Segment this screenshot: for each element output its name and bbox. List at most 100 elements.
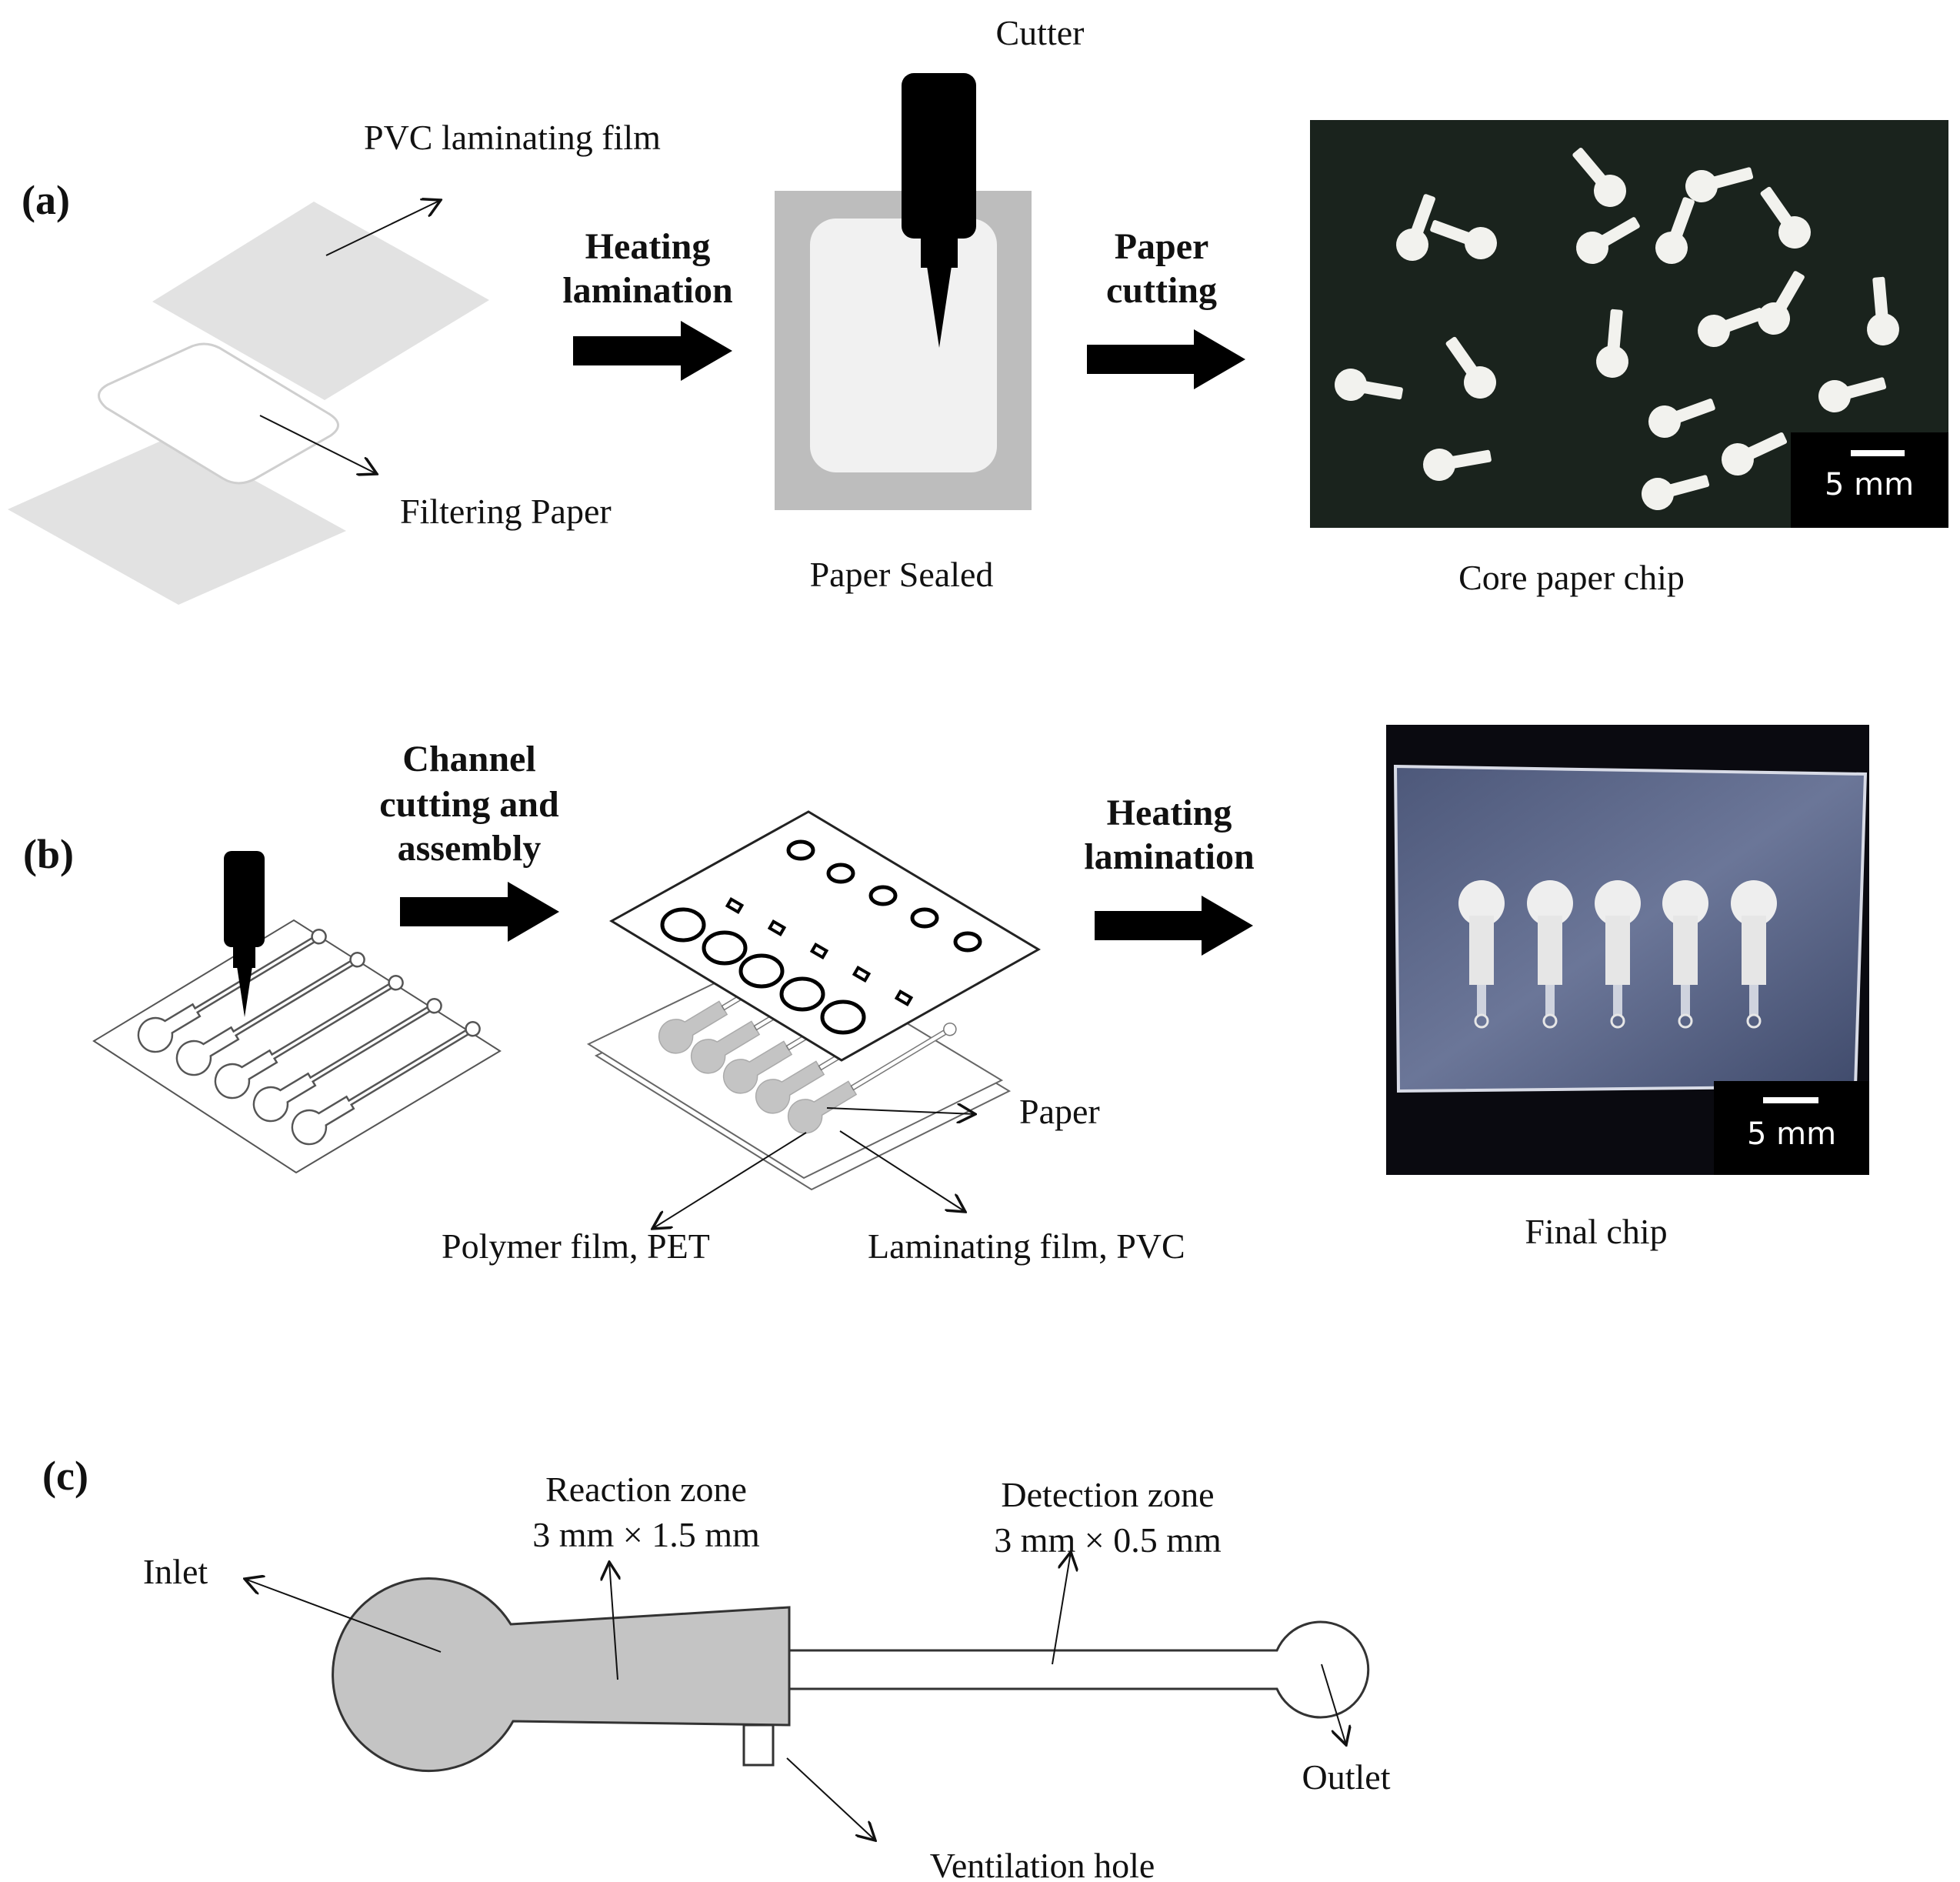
detection-channel (788, 1620, 1370, 1719)
panel-a: (a) PVC laminating film Filtering Paper … (8, 13, 1948, 605)
sealed-paper (810, 219, 997, 472)
inlet-label: Inlet (143, 1552, 208, 1591)
channel-sheet (92, 919, 502, 1174)
panel-c-label: (c) (42, 1453, 88, 1499)
film-stack (8, 202, 489, 605)
channel-outline (175, 952, 365, 1076)
final-channel (1527, 880, 1573, 1029)
paper-label: Paper (1019, 1092, 1100, 1131)
final-channel (1731, 880, 1777, 1029)
pet-pointer (652, 1132, 807, 1229)
step-a2-line2: cutting (1106, 270, 1217, 311)
filter-paper-label: Filtering Paper (400, 492, 612, 531)
final-chip-label: Final chip (1525, 1212, 1667, 1251)
core-chip-piece (1758, 271, 1805, 335)
detection-pointer (1052, 1552, 1071, 1665)
filter-paper-pointer (259, 415, 377, 474)
outlet-pointer (1321, 1663, 1346, 1745)
scale-bar-b-line (1763, 1097, 1818, 1103)
polymer-film-label: Polymer film, PET (442, 1226, 710, 1266)
step-b1-line3: assembly (398, 828, 542, 869)
scale-bar-b-text: 5 mm (1747, 1116, 1836, 1152)
inlet-pointer (245, 1579, 442, 1653)
scale-bar-b-box (1714, 1081, 1869, 1175)
channel-outline (291, 1021, 481, 1146)
core-chip-piece (1867, 276, 1899, 345)
bottom-pvc-film (8, 435, 346, 605)
scale-bar-a-text: 5 mm (1825, 467, 1914, 502)
panel-c: (c) Inlet Reaction zone 3 mm × 1.5 mm De… (42, 1453, 1391, 1882)
core-chip-piece (1642, 475, 1710, 510)
core-chip-pieces (1335, 147, 1899, 510)
channel-outline (252, 998, 442, 1123)
inlet-hole (660, 907, 706, 943)
core-chip-piece (1576, 217, 1640, 264)
step-b1-line1: Channel (402, 739, 535, 779)
cutter-b-icon (224, 851, 265, 1017)
paper-pointer (826, 1108, 975, 1114)
channel-outline (137, 929, 327, 1053)
outlet-hole (910, 907, 939, 929)
core-chip-piece (1698, 308, 1765, 347)
core-chip-piece (1818, 377, 1887, 412)
reaction-zone-title: Reaction zone (545, 1470, 747, 1509)
outlet-hole (786, 839, 815, 861)
core-chip-piece (1445, 336, 1496, 399)
core-chip-piece (1423, 449, 1492, 481)
core-chip-piece (1572, 147, 1626, 207)
detection-zone-size: 3 mm × 0.5 mm (994, 1520, 1222, 1560)
step-a1-line1: Heating (585, 226, 711, 267)
panel-b: (b) Channel cutting and assembly Paper P… (23, 725, 1869, 1266)
ventilation-hole-shape (742, 1723, 775, 1767)
step-a2-arrow (1087, 329, 1245, 389)
cut-channels (137, 929, 481, 1146)
pvc-pointer (839, 1130, 965, 1212)
reaction-zone-size: 3 mm × 1.5 mm (532, 1515, 760, 1554)
filtering-paper-sheet (98, 342, 339, 485)
core-chip-piece (1335, 369, 1403, 401)
vent-hole (809, 942, 829, 960)
scale-bar-a-line (1851, 450, 1905, 456)
core-chip-piece (1396, 194, 1435, 261)
top-cover-layer (609, 810, 1041, 1062)
final-channel (1458, 880, 1505, 1029)
pvc-film-label: PVC laminating film (364, 118, 661, 157)
reaction-zone-shape (332, 1577, 791, 1772)
inlet-hole (779, 976, 825, 1012)
core-paper-chip-label: Core paper chip (1458, 558, 1685, 597)
core-chip-piece (1430, 220, 1497, 259)
step-b2-line2: lamination (1084, 836, 1254, 877)
core-chip-piece (1655, 197, 1695, 264)
final-channels (1458, 880, 1777, 1029)
core-chip-piece (1722, 432, 1788, 476)
inlet-hole (820, 999, 866, 1035)
step-b1-arrow (400, 882, 559, 942)
panel-a-label: (a) (22, 177, 70, 223)
ventilation-hole-label: Ventilation hole (930, 1846, 1155, 1882)
laminating-film-label: Laminating film, PVC (868, 1226, 1185, 1266)
vent-hole (725, 896, 745, 915)
glass-chip (1393, 764, 1868, 1093)
paper-channel (787, 1022, 957, 1134)
paper-sealed-label: Paper Sealed (810, 555, 994, 594)
core-chip-piece (1648, 399, 1715, 438)
final-channel (1662, 880, 1708, 1029)
outlet-label: Outlet (1302, 1757, 1391, 1797)
outlet-hole (953, 931, 982, 953)
core-chip-piece (1596, 309, 1628, 378)
pvc-film-pointer (325, 200, 441, 256)
scale-bar-a-box (1791, 432, 1948, 528)
step-a1-arrow (573, 321, 732, 381)
final-chip-photo: 5 mm (1386, 725, 1869, 1175)
final-channel (1595, 880, 1641, 1029)
outlet-hole (826, 863, 855, 884)
core-paper-chip-photo: 5 mm (1310, 120, 1948, 528)
top-pvc-film (152, 202, 489, 400)
inlet-hole (702, 930, 748, 966)
vent-hole (852, 965, 872, 983)
exploded-assembly (586, 810, 1041, 1191)
vent-hole (894, 989, 914, 1007)
channel-outline (214, 975, 404, 1100)
